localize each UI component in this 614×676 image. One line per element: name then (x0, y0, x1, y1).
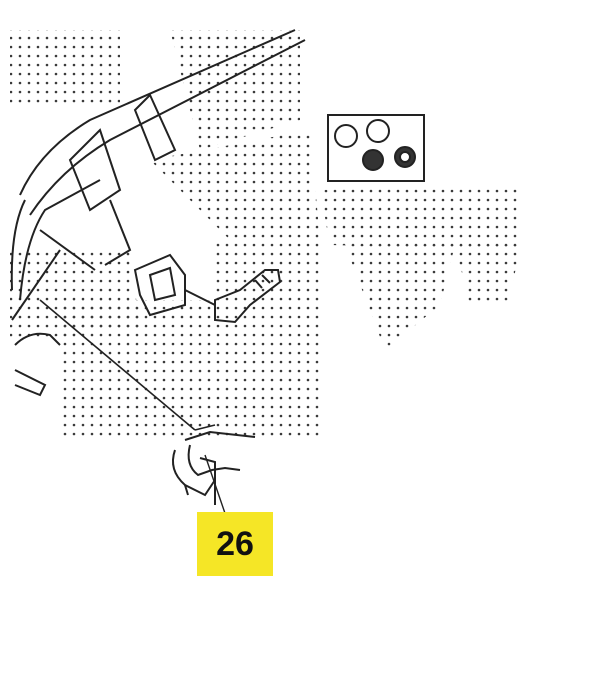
cable-clip-part (172, 430, 256, 505)
release-lever (214, 269, 282, 324)
halftone-shading (10, 30, 520, 440)
part-callout-badge: 26 (197, 512, 273, 576)
seat-frame (10, 29, 306, 397)
part-callout-number: 26 (216, 524, 254, 563)
release-cable (39, 299, 216, 431)
callout-leader-line (204, 454, 229, 523)
bushing-kit-inset (327, 114, 425, 182)
hinge-bracket (133, 253, 216, 317)
